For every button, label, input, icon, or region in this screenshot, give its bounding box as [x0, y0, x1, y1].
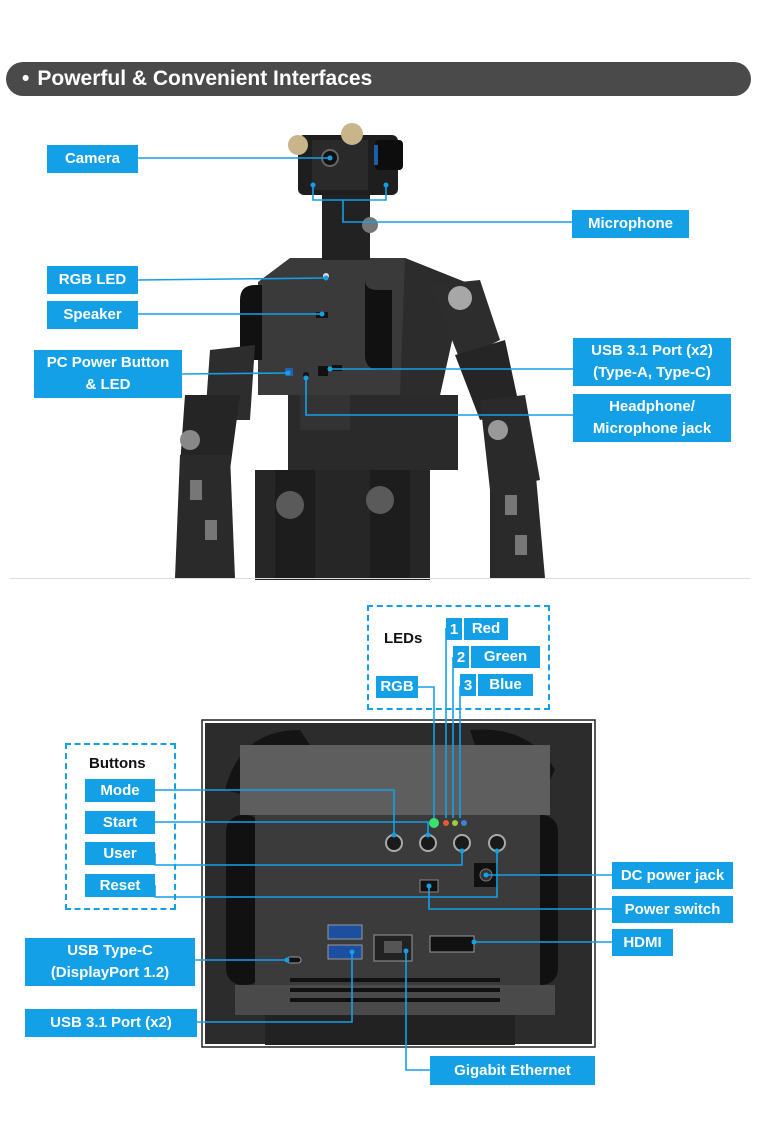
label-usb31-top: USB 3.1 Port (x2) (Type-A, Type-C) [573, 338, 731, 386]
robot-back-image [201, 719, 596, 1048]
robot-front-image [175, 123, 545, 580]
label-pc-power-button: PC Power Button & LED [34, 350, 182, 398]
label-usb31-line1: USB 3.1 Port (x2) [591, 342, 713, 359]
label-gigabit-ethernet: Gigabit Ethernet [430, 1056, 595, 1085]
bullet: • [22, 67, 30, 90]
led-1-label: Red [464, 618, 508, 640]
led-2-number: 2 [453, 646, 469, 668]
label-power-switch: Power switch [612, 896, 733, 923]
label-speaker: Speaker [47, 301, 138, 329]
label-rgb: RGB [376, 676, 418, 698]
label-headphone-jack: Headphone/ Microphone jack [573, 394, 731, 442]
label-dc-power-jack: DC power jack [612, 862, 733, 889]
label-rgb-led: RGB LED [47, 266, 138, 294]
label-usb-c-line1: USB Type-C [67, 942, 153, 959]
label-headphone-line1: Headphone/ [609, 398, 695, 415]
section-title: Powerful & Convenient Interfaces [37, 67, 373, 90]
label-usb-c-line2: (DisplayPort 1.2) [50, 964, 170, 981]
label-camera: Camera [47, 145, 138, 173]
label-pc-power-line1: PC Power Button [46, 354, 170, 371]
leds-title: LEDs [384, 630, 423, 647]
label-pc-power-line2: & LED [85, 376, 131, 393]
led-3-label: Blue [478, 674, 533, 696]
leds-group-box [367, 605, 550, 710]
section-divider [10, 578, 750, 579]
label-reset-button: Reset [85, 874, 155, 897]
label-usb-type-c: USB Type-C (DisplayPort 1.2) [25, 938, 195, 986]
label-usb31-bottom: USB 3.1 Port (x2) [25, 1009, 197, 1037]
label-microphone: Microphone [572, 210, 689, 238]
buttons-title: Buttons [89, 755, 146, 772]
led-3-number: 3 [460, 674, 476, 696]
label-hdmi: HDMI [612, 929, 673, 956]
label-headphone-line2: Microphone jack [592, 420, 712, 437]
label-usb31-line2: (Type-A, Type-C) [593, 364, 711, 381]
label-user-button: User [85, 842, 155, 865]
label-start-button: Start [85, 811, 155, 834]
section-header: • Powerful & Convenient Interfaces [6, 62, 751, 96]
label-mode-button: Mode [85, 779, 155, 802]
buttons-group-box [65, 743, 176, 910]
leader-lines [137, 157, 612, 1071]
led-2-label: Green [471, 646, 540, 668]
led-1-number: 1 [446, 618, 462, 640]
